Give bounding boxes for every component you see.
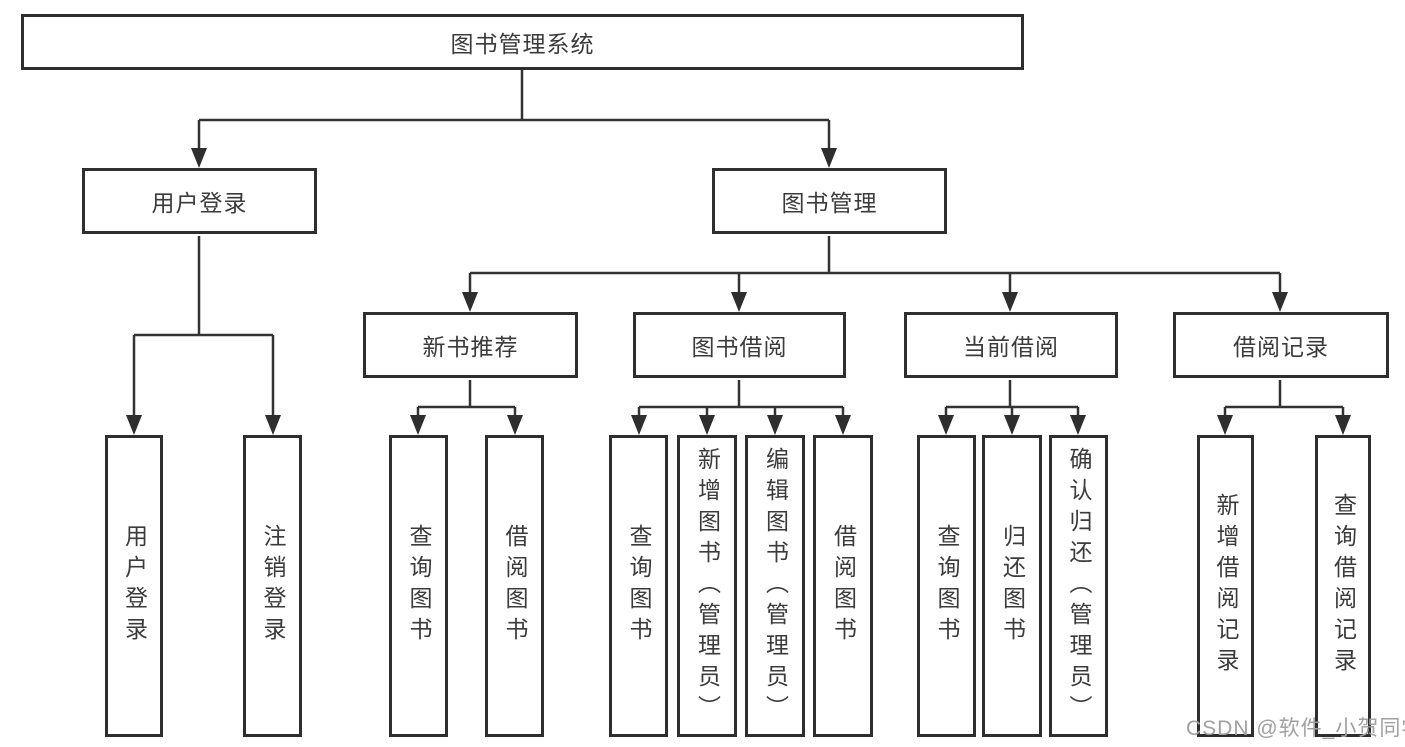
arrowhead-icon [1217, 415, 1233, 435]
watermark: CSDN @软件_小贺同学 [1186, 717, 1405, 740]
arrowhead-icon [410, 415, 426, 435]
leaf-return-book-label: 归还图书 [999, 524, 1026, 648]
leaf-logout-label: 注销登录 [260, 524, 286, 648]
arrowhead-icon [507, 415, 523, 435]
leaf-user-login-label: 用户登录 [121, 524, 148, 648]
arrowhead-icon [835, 415, 851, 435]
node-new-book-recommend: 新书推荐 [363, 312, 578, 378]
leaf-logout: 注销登录 [243, 435, 302, 737]
leaf-add-borrow-record-label: 新增借阅记录 [1213, 493, 1239, 679]
leaf-add-borrow-record: 新增借阅记录 [1197, 435, 1254, 737]
leaf-edit-book-admin: 编辑图书（管理员） [745, 435, 805, 737]
arrowhead-icon [767, 415, 783, 435]
leaf-add-book-admin-label: 新增图书（管理员） [694, 446, 721, 726]
connector-new-book-children [416, 380, 517, 420]
leaf-query-book-2-label: 查询图书 [626, 524, 652, 648]
leaf-query-book-1: 查询图书 [389, 435, 448, 737]
arrowhead-icon [1004, 415, 1020, 435]
leaf-query-book-3: 查询图书 [917, 435, 976, 737]
arrowhead-icon [699, 415, 715, 435]
connector-book-borrow-children [637, 380, 845, 420]
leaf-query-borrow-record-label: 查询借阅记录 [1330, 493, 1357, 679]
arrowhead-icon [731, 292, 747, 312]
connector-root-stem [197, 69, 831, 152]
connector-borrow-record-children [1223, 380, 1345, 420]
arrowhead-icon [1335, 415, 1351, 435]
leaf-borrow-book-1: 借阅图书 [485, 435, 544, 737]
arrowhead-icon [191, 148, 207, 168]
leaf-edit-book-admin-label: 编辑图书（管理员） [762, 446, 789, 726]
node-borrow-record: 借阅记录 [1173, 312, 1389, 378]
connector-book-management-stem [468, 236, 1282, 296]
arrowhead-icon [462, 292, 478, 312]
arrowhead-icon [1070, 415, 1086, 435]
leaf-add-book-admin: 新增图书（管理员） [677, 435, 737, 737]
node-book-borrow: 图书借阅 [633, 312, 846, 378]
arrowhead-icon [821, 148, 837, 168]
leaf-return-book: 归还图书 [982, 435, 1042, 737]
arrowhead-icon [631, 415, 647, 435]
leaf-query-book-1-label: 查询图书 [406, 524, 432, 648]
arrowhead-icon [1272, 292, 1288, 312]
connector-current-borrow-children [944, 380, 1080, 420]
node-root: 图书管理系统 [21, 14, 1024, 70]
node-current-borrow: 当前借阅 [904, 312, 1118, 378]
leaf-query-book-3-label: 查询图书 [934, 524, 960, 648]
node-book-management: 图书管理 [712, 168, 947, 234]
leaf-borrow-book-2: 借阅图书 [813, 435, 873, 737]
arrowhead-icon [938, 415, 954, 435]
leaf-confirm-return-admin-label: 确认归还（管理员） [1066, 446, 1092, 726]
connector-user-login-children [132, 236, 275, 420]
leaf-query-borrow-record: 查询借阅记录 [1315, 435, 1371, 737]
node-user-login: 用户登录 [82, 168, 317, 234]
arrowhead-icon [1002, 292, 1018, 312]
leaf-borrow-book-2-label: 借阅图书 [830, 524, 857, 648]
leaf-borrow-book-1-label: 借阅图书 [502, 524, 528, 648]
leaf-query-book-2: 查询图书 [609, 435, 668, 737]
leaf-user-login: 用户登录 [105, 435, 163, 737]
leaf-confirm-return-admin: 确认归还（管理员） [1049, 435, 1108, 737]
arrowhead-icon [265, 415, 281, 435]
arrowhead-icon [126, 415, 142, 435]
